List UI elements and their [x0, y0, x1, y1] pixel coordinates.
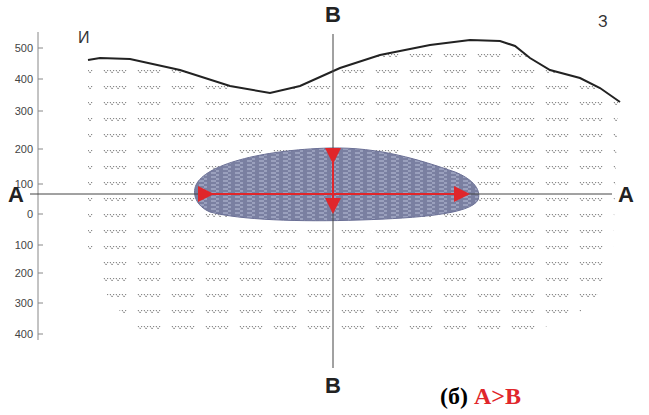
- depth-axis: [38, 32, 39, 340]
- depth-value: 200: [15, 268, 33, 279]
- rock-texture: [88, 40, 618, 338]
- panel-label: (б): [440, 384, 468, 408]
- depth-value: 100: [15, 240, 33, 251]
- depth-value: 400: [15, 329, 33, 340]
- depth-value: 0: [27, 209, 33, 220]
- section-letter: А: [8, 184, 24, 206]
- section-letter: А: [618, 184, 634, 206]
- direction-label: И: [78, 30, 90, 46]
- section-line-b: [333, 34, 334, 368]
- direction-label: З: [598, 14, 608, 30]
- section-line-a: [30, 194, 612, 195]
- depth-value: 300: [15, 298, 33, 309]
- ore-body: [195, 148, 479, 221]
- depth-value: 500: [15, 43, 33, 54]
- depth-value: 300: [15, 106, 33, 117]
- relation-label: А>В: [474, 384, 521, 408]
- thickness-arrow: [332, 160, 334, 210]
- terrain-line: [88, 40, 620, 102]
- section-letter: В: [325, 375, 341, 397]
- axis-ticks: [38, 48, 43, 334]
- depth-value: 400: [15, 74, 33, 85]
- depth-value: 200: [15, 144, 33, 155]
- length-arrow: [210, 193, 466, 195]
- section-letter: В: [325, 4, 341, 26]
